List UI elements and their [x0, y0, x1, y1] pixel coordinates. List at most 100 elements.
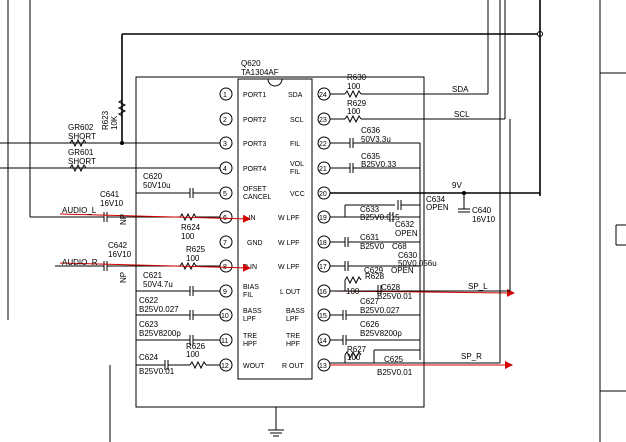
pin-name-11a: TRE [243, 333, 257, 340]
c632-ref: C632 [395, 220, 415, 229]
pin-name-15a: BASS [286, 308, 305, 315]
pin-name-2: PORT2 [243, 117, 266, 124]
r627-val: 100 [347, 353, 361, 362]
c634-val: OPEN [426, 203, 449, 212]
r628-ref: R628 [365, 272, 385, 281]
port3-junction [120, 141, 124, 145]
pin-name-21b: FIL [290, 169, 300, 176]
sp-r-label: SP_R [461, 352, 482, 361]
c624-ref: C624 [139, 353, 159, 362]
pin-num-13: 13 [319, 363, 327, 370]
pin-num-19: 19 [319, 215, 327, 222]
audio-l-red-arrow [59, 213, 251, 223]
c630-ref: C630 [398, 251, 418, 260]
c622-val: B25V0.027 [139, 305, 179, 314]
r629-ref: R629 [347, 99, 367, 108]
c626-val: B25V8200p [360, 329, 402, 338]
r625-ref: R625 [186, 245, 206, 254]
pin-num-2: 2 [223, 117, 227, 124]
sp-l-label: SP_L [468, 282, 488, 291]
pin-name-19: W LPF [278, 215, 299, 222]
ic-notch [267, 78, 283, 87]
pin-circle-7 [219, 235, 233, 249]
vcc-9v-label: 9V [452, 181, 462, 190]
gr601-element [69, 163, 87, 173]
c623-val: B25V8200p [139, 329, 181, 338]
pin-name-12: WOUT [243, 363, 265, 370]
r629-resistor [344, 114, 362, 124]
r627-resistor [344, 350, 362, 360]
c623-ref: C623 [139, 320, 159, 329]
ic-ref: Q620 [241, 59, 261, 68]
audio-r-red-arrow [59, 262, 251, 272]
pin-name-23: SCL [290, 117, 304, 124]
c627-ref: C627 [360, 297, 380, 306]
pin-num-5: 5 [223, 191, 227, 198]
pin-name-16: L OUT [280, 289, 301, 296]
sda-label: SDA [452, 85, 469, 94]
pin-name-20: VCC [290, 191, 305, 198]
pin-name-9a: BIAS [243, 284, 259, 291]
r630-ref: R630 [347, 73, 367, 82]
pin-num-9: 9 [223, 289, 227, 296]
pin-name-5a: OFSET [243, 186, 267, 193]
pin-num-11: 11 [221, 338, 228, 345]
pin-num-1: 1 [223, 92, 227, 99]
pin-num-15: 15 [319, 313, 327, 320]
c68-ref: C68 [392, 242, 407, 251]
c624-val: B25V0.01 [139, 367, 175, 376]
pin-circle-2 [219, 112, 233, 126]
c640-ref: C640 [472, 206, 492, 215]
c620-ref: C620 [143, 172, 163, 181]
r623-val: 10K [110, 115, 119, 130]
c621-ref: C621 [143, 271, 163, 280]
gr602-ref: GR602 [68, 123, 94, 132]
r624-val: 100 [181, 232, 195, 241]
pin-name-9b: FIL [243, 292, 253, 299]
c627-val: B25V0.027 [360, 306, 400, 315]
c625-val: B25V0.01 [377, 368, 413, 377]
pin-num-17: 17 [319, 264, 327, 271]
pin-circle-1 [219, 87, 233, 101]
pin-num-18: 18 [319, 240, 327, 247]
c636-val: 50V3.3u [361, 135, 391, 144]
pin-name-18: W LPF [278, 240, 299, 247]
scl-label: SCL [454, 110, 470, 119]
gr602-element [69, 138, 87, 148]
c635-val: B25V0.33 [361, 160, 397, 169]
pin-name-14b: HPF [286, 341, 300, 348]
pin-num-7: 7 [223, 240, 227, 247]
pin-name-17: W LPF [278, 264, 299, 271]
r623-ref: R623 [101, 110, 110, 130]
r630-val: 100 [347, 82, 361, 91]
r623-resistor [117, 99, 127, 117]
pin-name-21a: VOL [290, 161, 304, 168]
pin-num-21: 21 [319, 166, 327, 173]
pin-num-23: 23 [319, 117, 327, 124]
gr601-ref: GR601 [68, 148, 94, 157]
r626-ref: R626 [186, 342, 206, 351]
pin-num-16: 16 [319, 289, 327, 296]
pin-name-3: PORT3 [243, 141, 266, 148]
pin-name-13: R OUT [282, 363, 305, 370]
c633-val: B25V0.015 [360, 213, 400, 222]
c640-val: 16V10 [472, 215, 496, 224]
ic-body [237, 78, 313, 380]
c631-val: B25V0 [360, 242, 385, 251]
r630-resistor [344, 89, 362, 99]
ic-part: TA1304AF [241, 68, 279, 77]
c632-val: OPEN [395, 229, 418, 238]
c641-ref: C641 [100, 190, 120, 199]
r624-ref: R624 [181, 223, 201, 232]
pin-name-24: SDA [288, 92, 303, 99]
left-pins [219, 87, 233, 372]
r628-resistor [344, 275, 362, 285]
pin-num-20: 20 [319, 191, 327, 198]
r625-resistor [179, 261, 197, 271]
pin-num-24: 24 [319, 92, 327, 99]
audio-r-label: AUDIO_R [62, 258, 98, 267]
r624-resistor [179, 212, 197, 222]
c629-val: OPEN [391, 266, 414, 275]
gr602-val: SHORT [68, 132, 96, 141]
